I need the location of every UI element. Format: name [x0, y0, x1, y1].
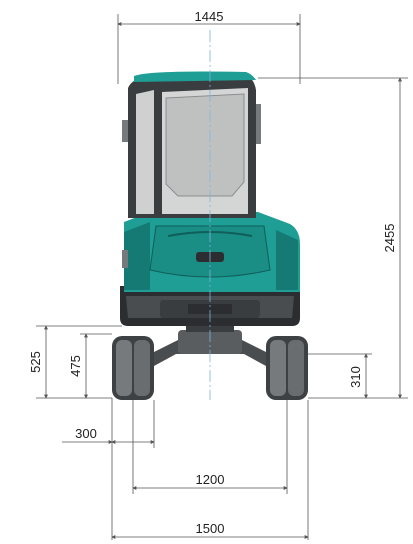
dim-ground-clearance-inner [80, 333, 112, 399]
overall-width-label: 1445 [195, 9, 224, 24]
cab [122, 71, 261, 268]
dim-shoe-width [62, 398, 155, 448]
track-width-label: 1500 [196, 521, 225, 536]
dim-track-height [308, 353, 372, 399]
track-gauge-label: 1200 [196, 472, 225, 487]
dim-overall-width [117, 14, 301, 84]
ground-clearance-outer-label: 525 [28, 351, 43, 373]
upper-body [124, 212, 300, 292]
left-track [112, 336, 154, 400]
ground-clearance-inner-label: 475 [68, 355, 83, 377]
track-height-label: 310 [348, 366, 363, 388]
dim-overall-height [258, 77, 408, 399]
dim-track-gauge [132, 400, 288, 494]
overall-height-label: 2455 [382, 224, 397, 253]
right-track [266, 336, 308, 400]
dim-ground-clearance-outer [36, 325, 122, 399]
shoe-width-label: 300 [75, 426, 97, 441]
dim-track-width [111, 400, 309, 540]
